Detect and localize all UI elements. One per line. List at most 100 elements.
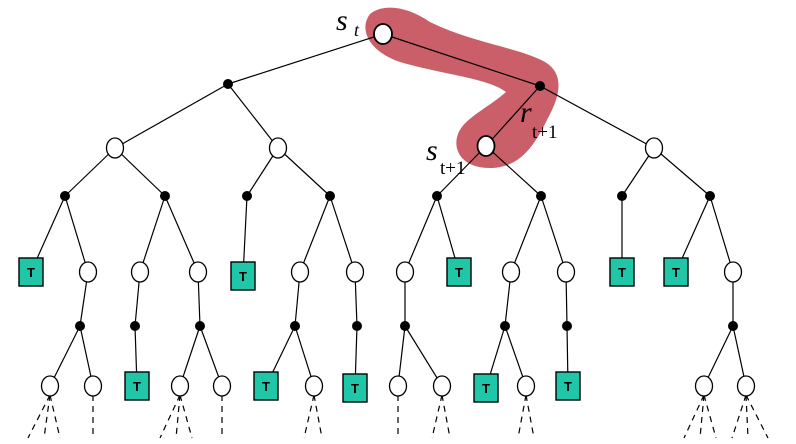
- terminal-box: [609, 257, 635, 287]
- state-node: [78, 261, 98, 283]
- terminal-box: [230, 261, 256, 291]
- action-node: [535, 81, 545, 91]
- action-node: [705, 191, 715, 201]
- tree-edge: [227, 83, 279, 149]
- terminal-box: [555, 371, 581, 401]
- action-node: [400, 321, 410, 331]
- terminal-box: [342, 373, 368, 403]
- continuation-dash: [745, 394, 769, 439]
- terminal-label: T: [618, 265, 626, 280]
- terminal-node: T: [253, 371, 279, 401]
- continuation-dash: [431, 394, 443, 439]
- state-node: [556, 261, 576, 283]
- action-node: [290, 321, 300, 331]
- tree-edge: [164, 195, 199, 273]
- tree-edge: [227, 33, 384, 85]
- state-node: [516, 375, 536, 397]
- action-node: [728, 321, 738, 331]
- action-node: [130, 321, 140, 331]
- action-node: [325, 191, 335, 201]
- continuation-dash: [159, 394, 181, 439]
- continuation-dash: [731, 394, 747, 439]
- state-node: [736, 375, 756, 397]
- state-node-s-t: [373, 23, 393, 45]
- state-node: [170, 375, 190, 397]
- state-node: [290, 261, 310, 283]
- action-node: [242, 191, 252, 201]
- continuation-dash: [313, 394, 323, 439]
- tree-edge: [709, 195, 734, 273]
- continuation-dash: [49, 394, 61, 439]
- state-node: [212, 375, 232, 397]
- state-node-s-t1: [476, 135, 496, 157]
- tree-edge: [404, 195, 438, 273]
- terminal-box: [446, 257, 472, 287]
- continuation-dash: [27, 394, 51, 439]
- terminal-label: T: [351, 381, 359, 396]
- tree-edge: [653, 147, 711, 197]
- terminal-node: T: [663, 257, 689, 287]
- terminal-box: [124, 371, 150, 401]
- tree-edge: [277, 147, 331, 197]
- continuation-dash: [43, 394, 51, 439]
- label-s-t1: s t+1: [426, 134, 466, 179]
- state-node: [130, 261, 150, 283]
- terminal-label: T: [262, 379, 270, 394]
- label-r-t1-main: r: [520, 96, 532, 129]
- continuation-dash: [699, 394, 705, 439]
- state-node: [83, 375, 103, 397]
- label-s-t: s t: [336, 4, 360, 40]
- tree-edge: [64, 195, 89, 273]
- action-node: [60, 191, 70, 201]
- tree-edge: [329, 195, 356, 273]
- action-node: [223, 79, 233, 89]
- terminal-node: T: [342, 373, 368, 403]
- tree-edge: [485, 85, 541, 147]
- continuation-dash: [745, 394, 749, 439]
- tree-edge: [49, 325, 81, 387]
- tree-edge: [114, 147, 166, 197]
- action-node: [617, 191, 627, 201]
- tree-edge: [404, 325, 443, 387]
- action-node: [160, 191, 170, 201]
- terminal-node: T: [18, 257, 44, 287]
- continuation-dash: [175, 394, 181, 439]
- action-node: [432, 191, 442, 201]
- label-r-t1: r t+1: [520, 96, 558, 143]
- state-node: [388, 375, 408, 397]
- continuation-dash: [683, 394, 705, 439]
- continuation-dash: [303, 394, 315, 439]
- state-node: [501, 261, 521, 283]
- terminal-box: [253, 371, 279, 401]
- tree-edge: [139, 195, 166, 273]
- terminal-box: [663, 257, 689, 287]
- terminal-label: T: [564, 379, 572, 394]
- terminal-label: T: [455, 265, 463, 280]
- label-r-t1-sub: t+1: [532, 122, 558, 143]
- terminal-label: T: [27, 265, 35, 280]
- tree-edge: [703, 325, 734, 387]
- state-node: [432, 375, 452, 397]
- label-s-t-sub: t: [354, 20, 360, 40]
- state-node: [723, 261, 743, 283]
- state-node: [188, 261, 208, 283]
- state-node: [105, 137, 125, 159]
- state-node: [644, 137, 664, 159]
- label-s-t1-sub: t+1: [440, 158, 466, 179]
- action-node: [195, 321, 205, 331]
- continuation-dash: [525, 394, 535, 439]
- state-node: [40, 375, 60, 397]
- terminal-box: [473, 373, 499, 403]
- terminal-node: T: [555, 371, 581, 401]
- terminal-label: T: [239, 269, 247, 284]
- terminal-node: T: [473, 373, 499, 403]
- tree-edge: [199, 325, 223, 387]
- tree-edge: [114, 83, 229, 149]
- tree-edge: [179, 325, 201, 387]
- tree-edge: [485, 145, 542, 197]
- continuation-dash: [703, 394, 717, 439]
- tree-edge: [540, 195, 567, 273]
- continuation-dash: [441, 394, 451, 439]
